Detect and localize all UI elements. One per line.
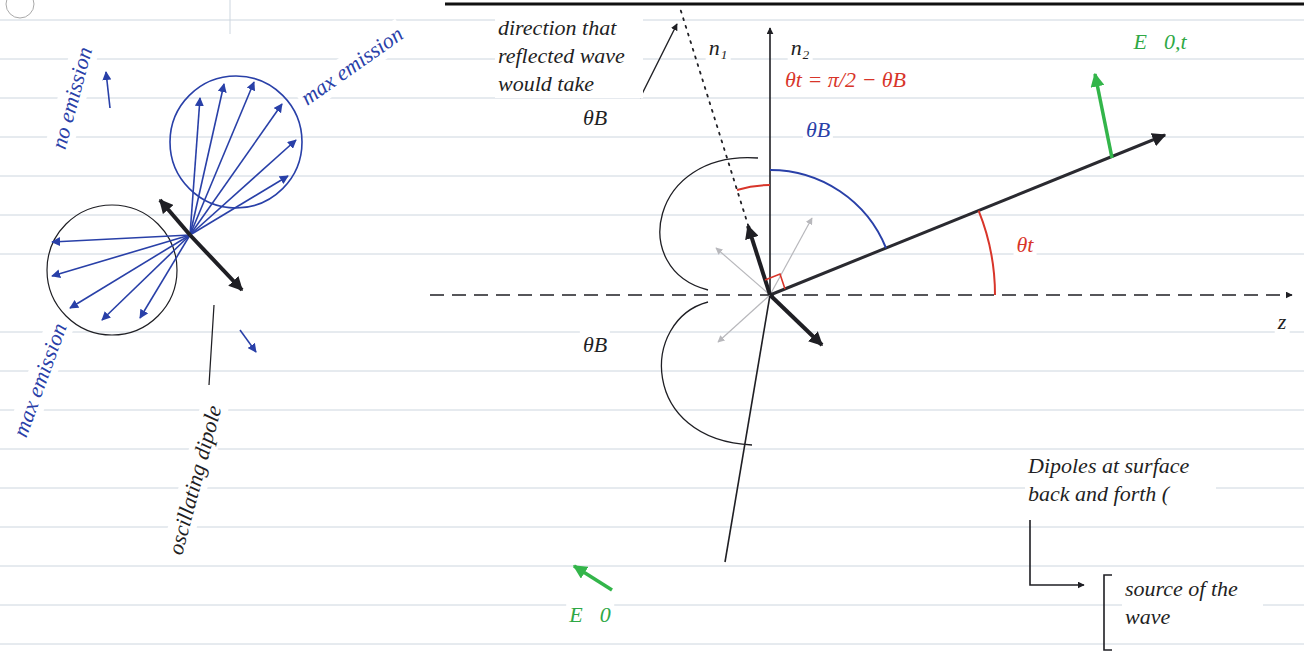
angle-arc: [765, 274, 785, 289]
emission-arrow: [102, 235, 190, 320]
emission-arrow: [190, 140, 296, 235]
reflected-direction: [640, 24, 677, 98]
pencil-arrow: [718, 295, 770, 342]
leader-line: [209, 305, 214, 385]
field-vector-label: E⃗0: [566, 601, 614, 629]
emission-arrow: [140, 235, 190, 318]
interface-line: [725, 28, 770, 562]
angle-label: θB: [580, 331, 610, 359]
z-axis: [430, 295, 1292, 296]
emission-lobe: [47, 76, 302, 335]
note-text: source of the wave: [1122, 575, 1263, 631]
emission-lobe: [47, 205, 177, 335]
emission-lobe: [170, 76, 302, 208]
angle-arc: [737, 185, 770, 190]
ruled-paper: [0, 254, 1304, 255]
reflected-direction: [680, 8, 770, 295]
emission-label: max emission: [5, 316, 74, 443]
ruled-paper: [0, 371, 1304, 372]
ruled-paper: [0, 644, 1304, 645]
transmitted-ray: [770, 135, 1165, 295]
reflected-direction: [640, 8, 770, 295]
ruled-paper: [0, 410, 1304, 411]
z-axis: [430, 294, 1292, 295]
emission-arrow: [70, 235, 190, 308]
field-vector: [1095, 74, 1112, 158]
ruled-paper: [0, 20, 1304, 21]
angle-label: θB: [580, 104, 610, 132]
ruled-paper: [230, 0, 231, 34]
ruled-paper: [0, 332, 1304, 333]
dipole-arrow: [160, 200, 190, 235]
radiation-lobe: [660, 158, 758, 445]
emission-label: max emission: [293, 19, 412, 114]
emission-label: no emission: [44, 41, 100, 155]
ruled-paper: [0, 215, 1304, 216]
emission-arrow: [52, 72, 296, 352]
ruled-paper: [0, 0, 1304, 644]
ruled-paper: [0, 605, 1304, 606]
radiation-lobe: [660, 158, 758, 290]
emission-arrow: [106, 72, 110, 108]
angle-arc: [979, 211, 995, 295]
field-vector: [574, 74, 1112, 590]
angle-relation: θt = π/2 − θB: [782, 66, 909, 94]
angle-arc: [737, 170, 995, 295]
field-vector: [574, 566, 612, 590]
ruled-paper: [0, 98, 1304, 99]
interface-line: [769, 28, 771, 295]
interface-line: [725, 295, 770, 562]
note-text: Dipoles at surface back and forth (: [1025, 452, 1216, 508]
leader-line: [209, 305, 214, 385]
dipole-arrow: [190, 235, 242, 290]
refractive-index: n₂: [788, 34, 813, 62]
emission-arrow: [190, 84, 224, 235]
emission-arrow: [190, 104, 282, 235]
emission-arrow: [240, 330, 256, 352]
ruled-paper: [0, 59, 1304, 60]
note-bracket: [1030, 520, 1084, 585]
angle-arc: [770, 170, 886, 248]
dipole-arrow: [160, 200, 242, 290]
emission-arrow: [190, 176, 288, 235]
ruled-paper: [0, 566, 1304, 567]
page-edge: [445, 3, 1304, 6]
note-bracket: [1030, 520, 1112, 650]
note-bracket: [1104, 575, 1112, 650]
surface-dipole: [748, 226, 770, 295]
page-edge: [6, 0, 34, 18]
transmitted-ray: [770, 135, 1165, 295]
page-edge: [6, 0, 1304, 18]
surface-dipole: [770, 295, 822, 345]
callout-text: oscillating dipole: [161, 399, 229, 560]
angle-label: θB: [803, 116, 833, 144]
angle-label: θt: [1014, 231, 1037, 259]
ruled-paper: [0, 176, 1304, 177]
pencil-arrow: [770, 218, 812, 295]
axis-label: z: [1275, 308, 1290, 336]
field-vector-label: E⃗0,t: [1130, 28, 1189, 56]
surface-dipole: [748, 226, 822, 345]
refractive-index: n₁: [706, 34, 731, 62]
note-text: direction that reflected wave would take: [495, 14, 643, 98]
